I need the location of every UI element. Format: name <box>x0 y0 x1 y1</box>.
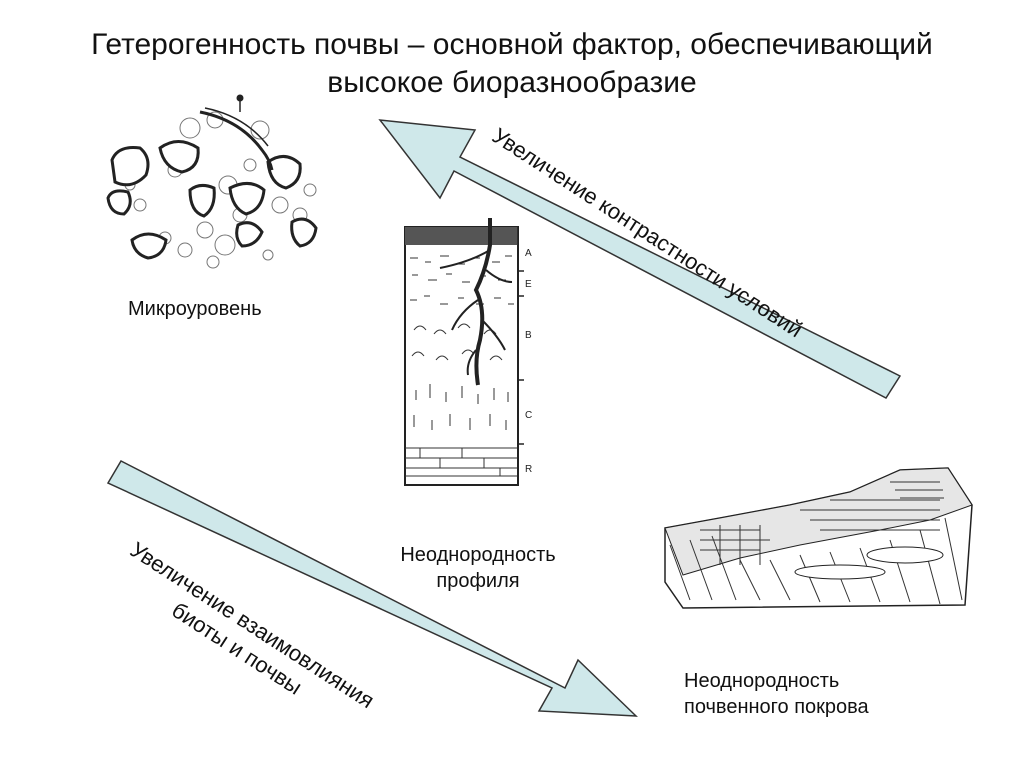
upper-arrow <box>378 119 902 399</box>
micro-level-label: Микроуровень <box>128 298 262 320</box>
profile-label-line-2: профиля <box>436 570 520 592</box>
profile-label-line-1: Неоднородность <box>400 544 556 566</box>
slide-title: Гетерогенность почвы – основной фактор, … <box>0 26 1024 102</box>
horizon-e-label: E <box>525 279 532 290</box>
horizon-b-label: B <box>525 330 532 341</box>
soil-profile-illustration: A E B C R <box>404 218 532 486</box>
title-line-1: Гетерогенность почвы – основной фактор, … <box>91 28 933 61</box>
horizon-r-label: R <box>525 464 532 475</box>
soil-cover-heterogeneity-label: Неоднородность почвенного покрова <box>684 668 869 720</box>
cover-label-line-1: Неоднородность <box>684 670 840 692</box>
lower-arrow <box>106 460 638 717</box>
micro-level-illustration <box>106 94 318 269</box>
horizon-c-label: C <box>525 410 532 421</box>
horizon-a-label: A <box>525 248 532 259</box>
profile-heterogeneity-label: Неоднородность профиля <box>378 542 578 594</box>
cover-label-line-2: почвенного покрова <box>684 696 869 718</box>
soil-cover-illustration <box>664 467 973 609</box>
title-line-2: высокое биоразнообразие <box>327 66 697 99</box>
